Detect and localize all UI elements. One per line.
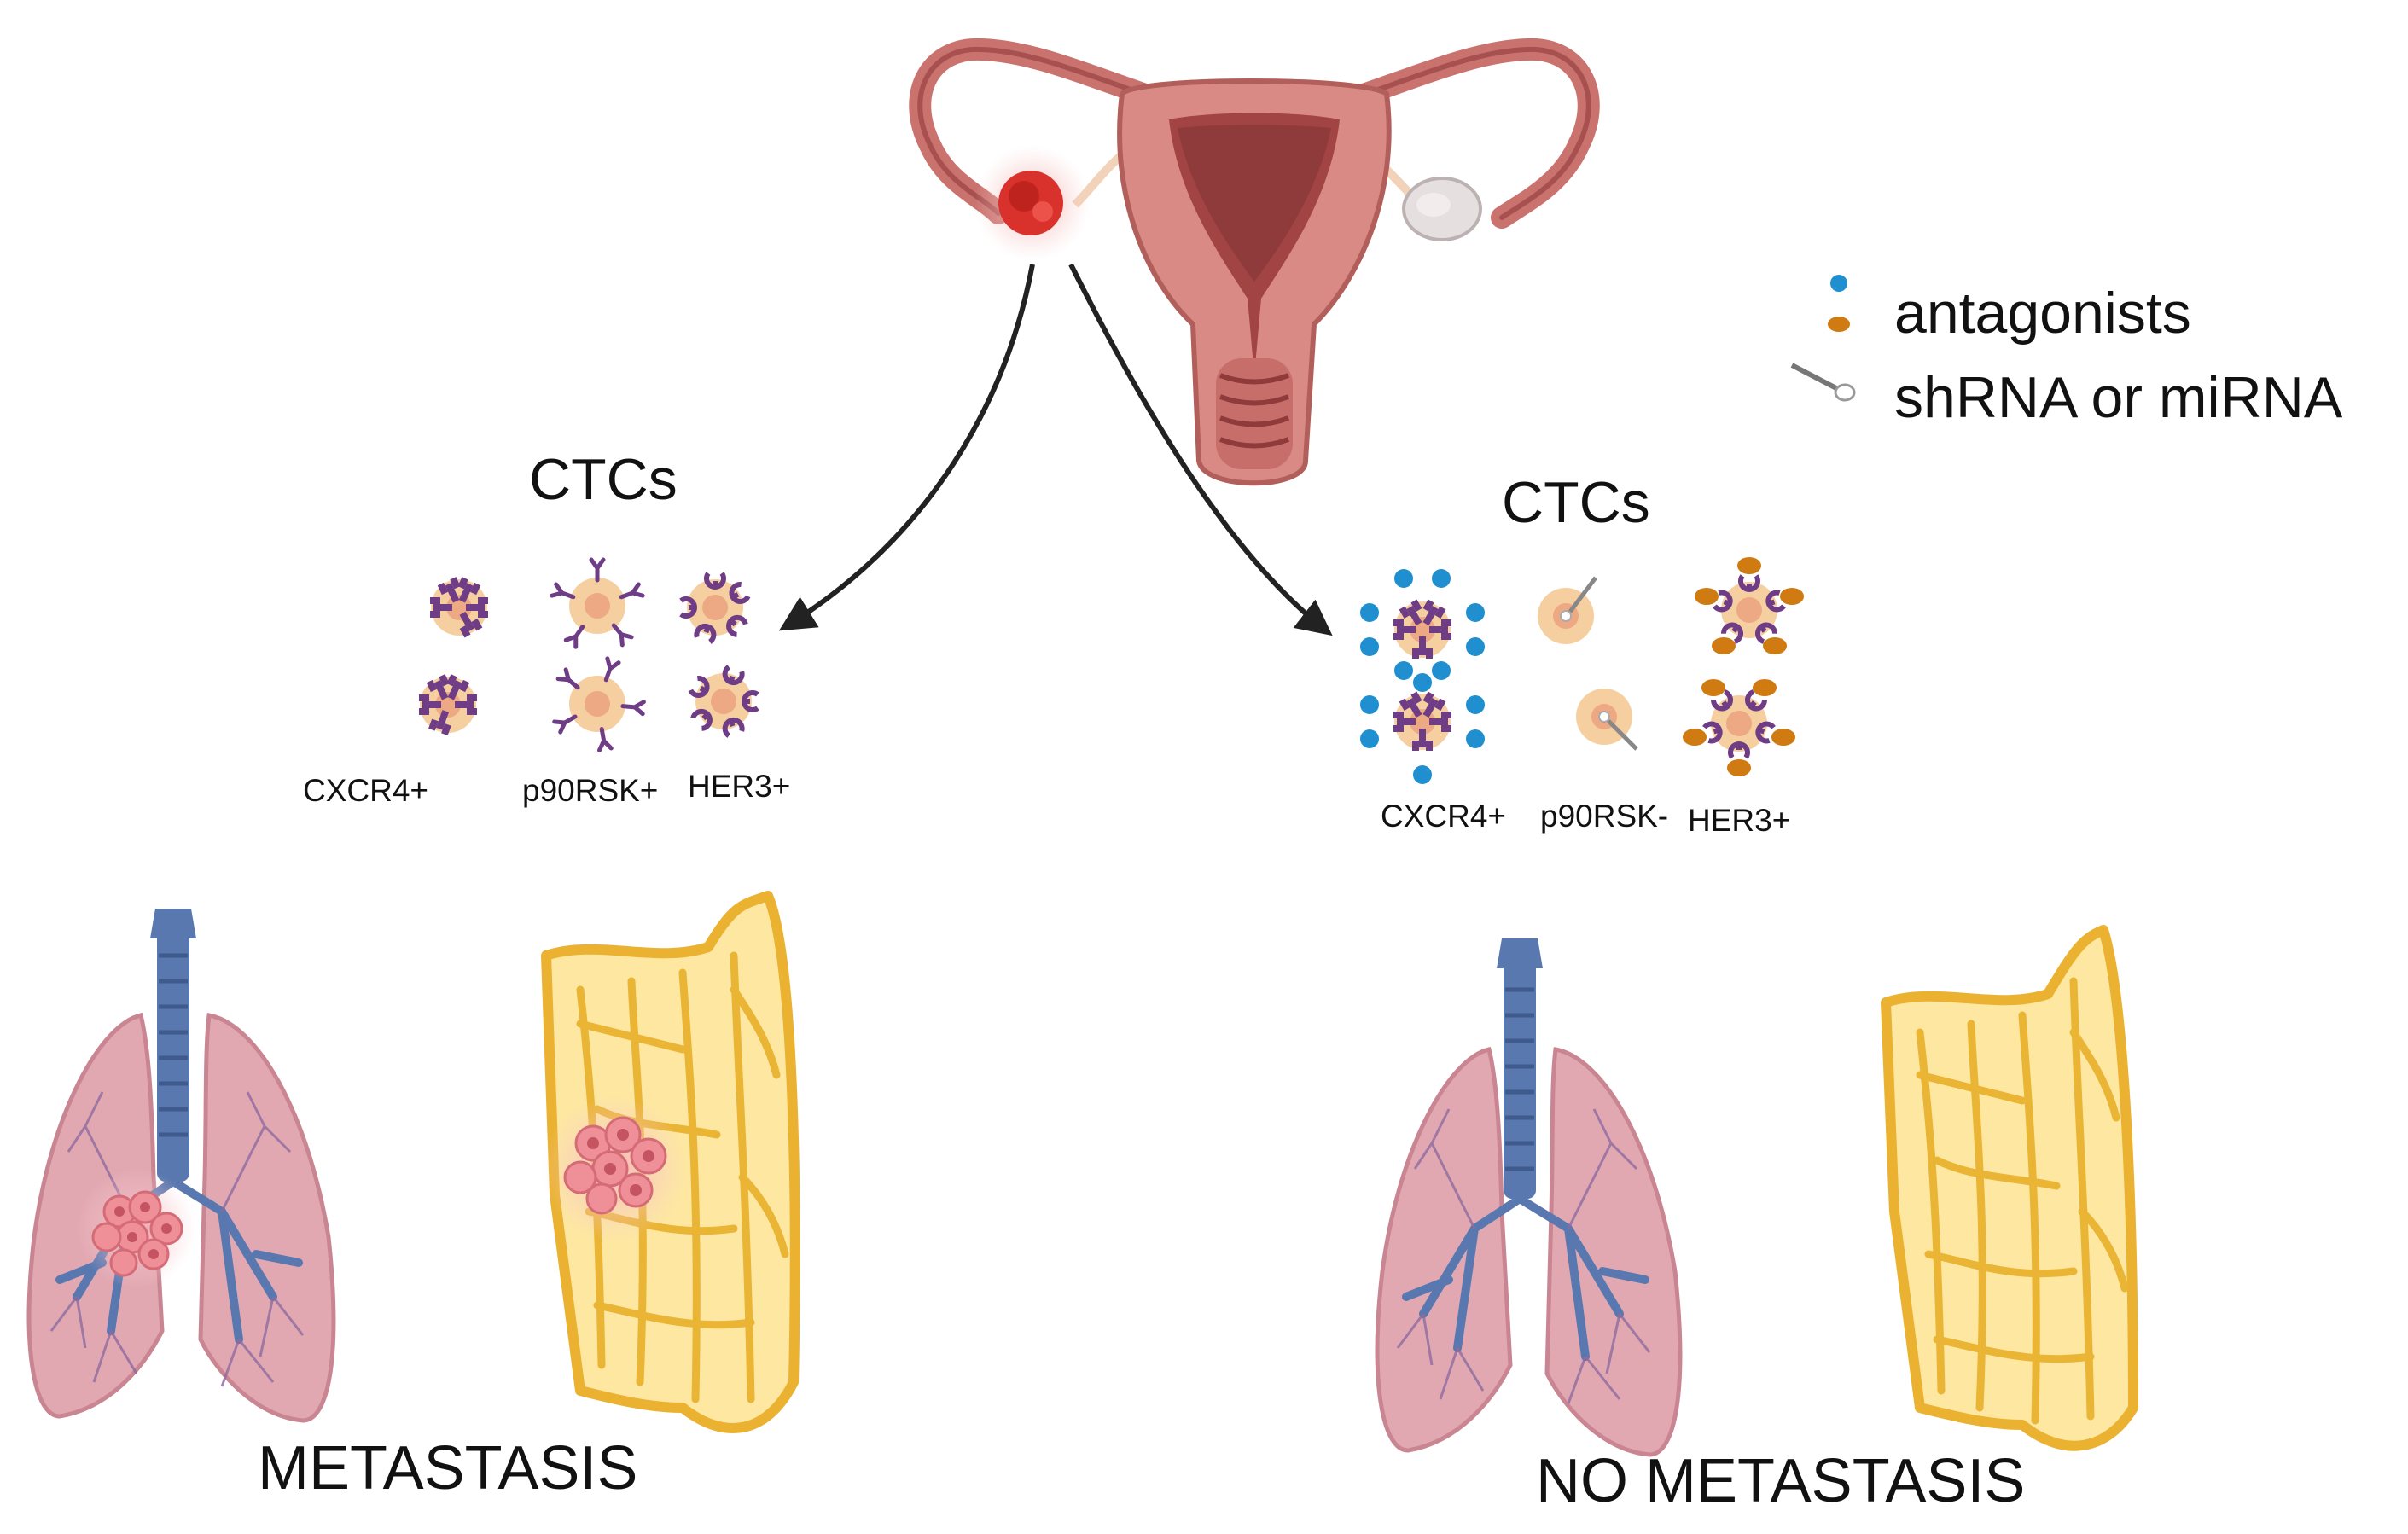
ctc-cxcr4-blocked-cell	[1360, 661, 1485, 784]
ctc-p90rsk-silenced-cell	[1538, 576, 1597, 644]
left-ctc-cluster	[419, 560, 758, 750]
lungs-healthy-illustration	[1375, 938, 1683, 1457]
breast-healthy-illustration	[1881, 925, 2138, 1451]
lungs-metastasis-illustration	[26, 909, 336, 1423]
right-ctcs-title: CTCs	[1502, 470, 1650, 535]
right-marker-p90rsk: p90RSK-	[1540, 799, 1669, 834]
right-outcome-label: NO METASTASIS	[1536, 1447, 2026, 1515]
legend-shrna-label: shRNA or miRNA	[1894, 365, 2343, 430]
antagonist-dots-icon	[1828, 275, 1850, 332]
right-ctc-cluster	[1360, 557, 1804, 784]
left-ctcs-title: CTCs	[529, 447, 678, 512]
ctc-her3-cell	[681, 573, 749, 642]
breast-metastasis-illustration	[541, 891, 800, 1433]
flow-arrows	[778, 263, 1333, 636]
arrow-to-left-ctcs	[778, 264, 1035, 631]
needle-icon	[1790, 363, 1856, 402]
left-marker-cxcr4: CXCR4+	[303, 773, 429, 808]
ctc-p90rsk-cell	[555, 659, 644, 751]
ctc-her3-blocked-cell	[1683, 679, 1795, 776]
left-outcome-label: METASTASIS	[258, 1434, 638, 1502]
arrow-to-right-ctcs	[1068, 263, 1333, 636]
right-marker-cxcr4: CXCR4+	[1381, 799, 1507, 834]
uterus-illustration	[909, 38, 1600, 486]
legend-icons	[1790, 275, 1856, 402]
ctc-p90rsk-silenced-cell	[1576, 689, 1638, 751]
ctc-cxcr4-cell	[430, 577, 488, 638]
legend-antagonists-label: antagonists	[1894, 281, 2191, 346]
ctc-cxcr4-cell	[419, 674, 477, 736]
ctc-p90rsk-cell	[552, 560, 643, 647]
ctc-her3-cell	[689, 666, 758, 736]
left-marker-her3: HER3+	[688, 769, 791, 804]
right-marker-her3: HER3+	[1688, 803, 1791, 838]
ctc-her3-blocked-cell	[1695, 557, 1804, 654]
left-marker-p90rsk: p90RSK+	[522, 773, 659, 808]
ctc-cxcr4-blocked-cell	[1360, 569, 1485, 692]
